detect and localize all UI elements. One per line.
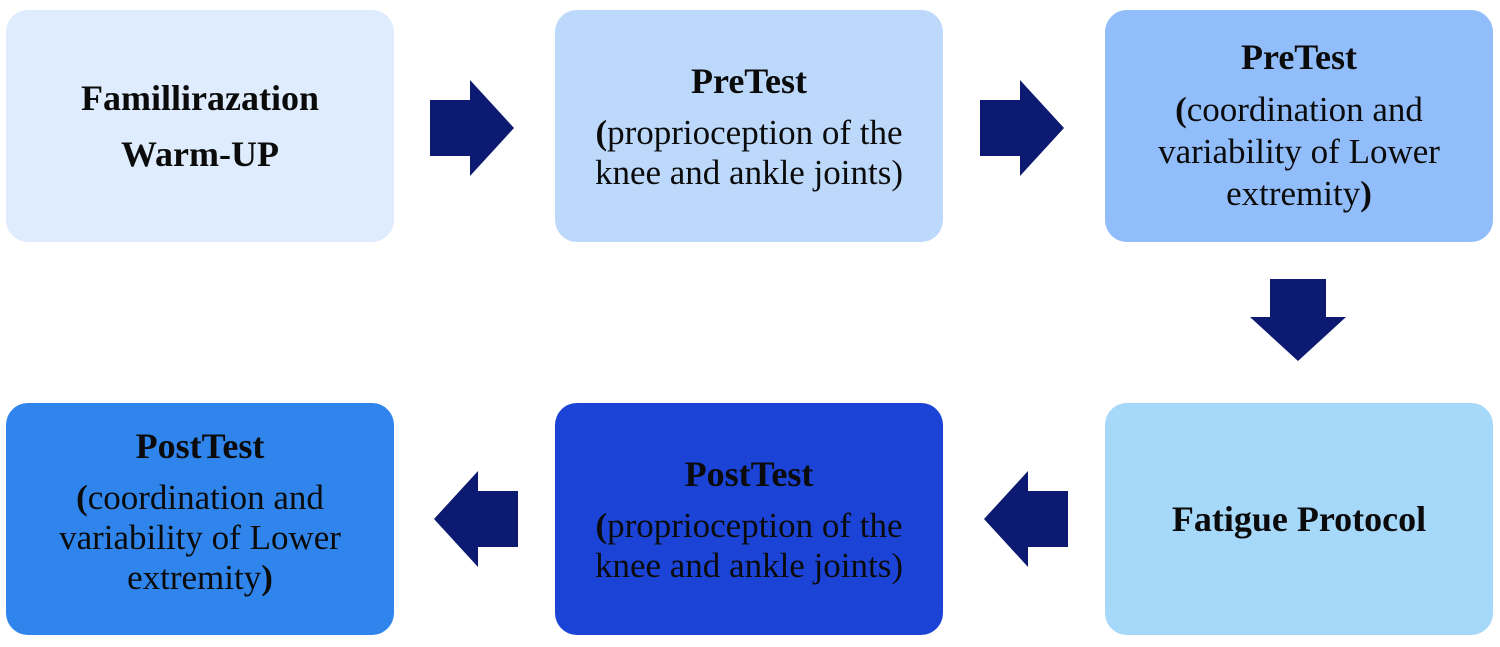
step-familiarization-title: Famillirazation bbox=[81, 78, 319, 118]
step-posttest-coordination-desc: (coordination and bbox=[76, 478, 324, 517]
arrow-left-icon bbox=[434, 471, 518, 567]
step-posttest-proprioception-title: PostTest bbox=[684, 453, 814, 494]
step-pretest-coordination-desc-line3: extremity) bbox=[1226, 174, 1372, 213]
step-pretest-proprioception-title: PreTest bbox=[691, 60, 807, 101]
step-posttest-proprioception-box: PostTest (proprioception of the knee and… bbox=[555, 403, 943, 635]
step-posttest-proprioception-desc: (proprioception of the bbox=[595, 505, 903, 545]
step-pretest-proprioception-desc: (proprioception of the bbox=[595, 112, 903, 152]
step-posttest-coordination-desc-line3: extremity) bbox=[127, 558, 273, 597]
step-fatigue-protocol-box: Fatigue Protocol bbox=[1105, 403, 1493, 635]
step-pretest-coordination-desc: (coordination and bbox=[1175, 90, 1423, 129]
step-posttest-proprioception-desc-line2: knee and ankle joints) bbox=[594, 545, 904, 585]
step-posttest-coordination-box: PostTest (coordination and variability o… bbox=[6, 403, 394, 635]
step-pretest-coordination-title: PreTest bbox=[1241, 37, 1357, 77]
step-posttest-coordination-desc-line2: variability of Lower bbox=[59, 518, 341, 557]
step-pretest-coordination-desc-line2: variability of Lower bbox=[1158, 132, 1440, 171]
arrow-down-icon bbox=[1250, 279, 1346, 361]
step-posttest-coordination-title: PostTest bbox=[135, 426, 265, 466]
step-pretest-proprioception-desc-line2: knee and ankle joints) bbox=[594, 152, 904, 192]
arrow-right-icon bbox=[430, 80, 514, 176]
arrow-left-icon bbox=[984, 471, 1068, 567]
step-warmup-title: Warm-UP bbox=[121, 134, 279, 174]
step-familiarization-box: Famillirazation Warm-UP bbox=[6, 10, 394, 242]
step-pretest-coordination-box: PreTest (coordination and variability of… bbox=[1105, 10, 1493, 242]
step-pretest-proprioception-box: PreTest (proprioception of the knee and … bbox=[555, 10, 943, 242]
step-fatigue-protocol-title: Fatigue Protocol bbox=[1171, 498, 1427, 539]
arrow-right-icon bbox=[980, 80, 1064, 176]
